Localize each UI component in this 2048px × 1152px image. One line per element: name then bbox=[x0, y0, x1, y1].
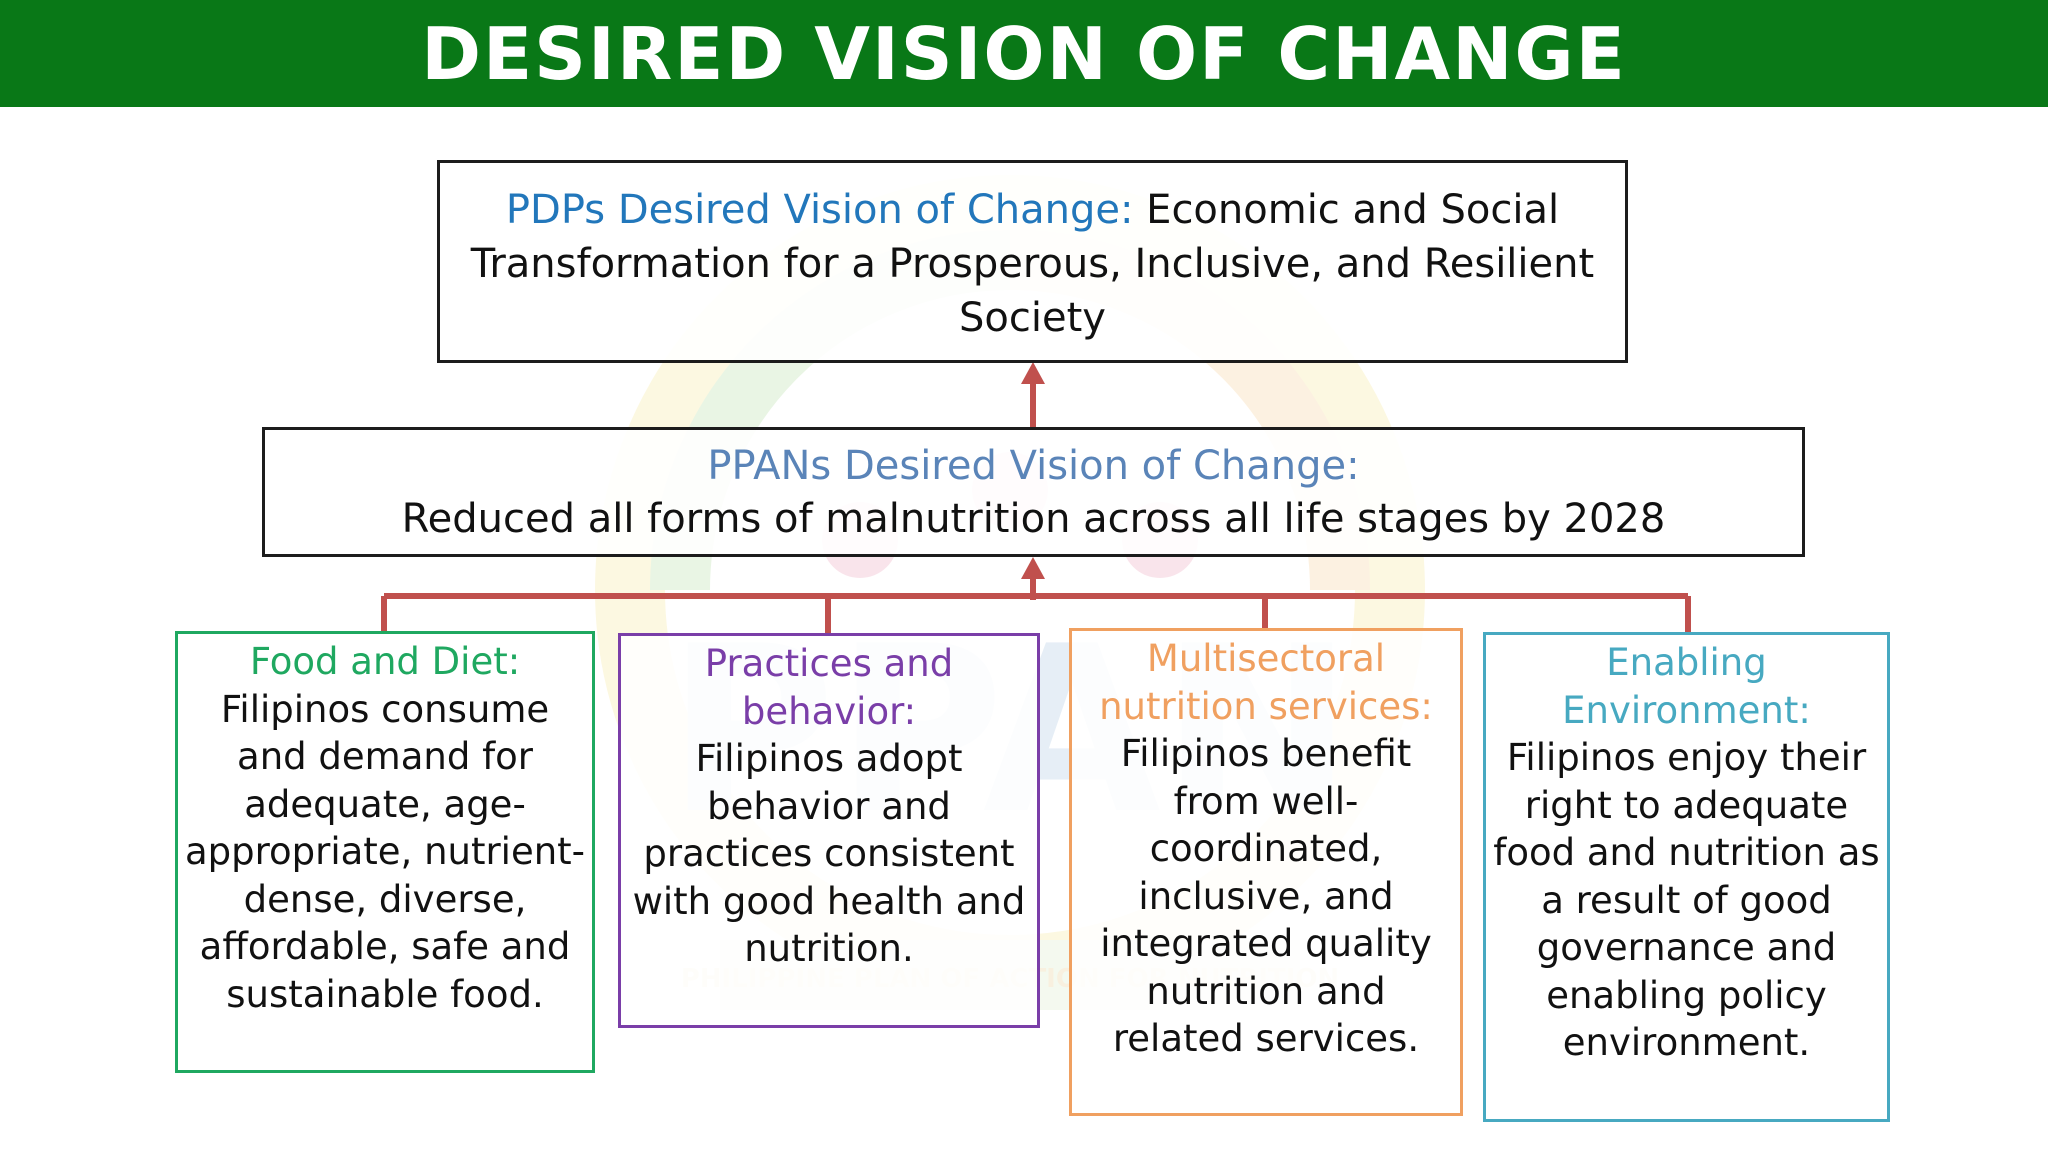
page-title: DESIRED VISION OF CHANGE bbox=[421, 11, 1627, 96]
arrowhead-up-icon bbox=[1021, 362, 1045, 384]
card-food-and-diet: Food and Diet: Filipinos consume and dem… bbox=[175, 631, 595, 1073]
card-enabling-environment: Enabling Environment: Filipinos enjoy th… bbox=[1483, 632, 1890, 1122]
card-multisectoral-services: Multisectoral nutrition services: Filipi… bbox=[1069, 628, 1463, 1116]
card-food-title: Food and Diet: bbox=[249, 640, 521, 683]
pdp-vision-box: PDPs Desired Vision of Change: Economic … bbox=[437, 160, 1628, 363]
ppan-vision-lead: PPANs Desired Vision of Change: bbox=[707, 443, 1360, 489]
card-practices-title: Practices and behavior: bbox=[704, 642, 954, 733]
title-banner: DESIRED VISION OF CHANGE bbox=[0, 0, 2048, 107]
card-multi-title: Multisectoral nutrition services: bbox=[1099, 637, 1433, 728]
arrowhead-up-icon-2 bbox=[1021, 557, 1045, 579]
pdp-vision-lead: PDPs Desired Vision of Change: bbox=[505, 187, 1134, 233]
card-enabling-body: Filipinos enjoy their right to adequate … bbox=[1493, 736, 1880, 1064]
ppan-vision-text: Reduced all forms of malnutrition across… bbox=[401, 496, 1666, 542]
card-practices-and-behavior: Practices and behavior: Filipinos adopt … bbox=[618, 633, 1040, 1028]
card-practices-body: Filipinos adopt behavior and practices c… bbox=[632, 737, 1026, 970]
pdp-vision-text: Economic and Social Transformation for a… bbox=[470, 187, 1595, 341]
card-enabling-title: Enabling Environment: bbox=[1562, 641, 1811, 732]
card-food-body: Filipinos consume and demand for adequat… bbox=[184, 687, 586, 1016]
card-multi-body: Filipinos benefit from well-coordinated,… bbox=[1100, 732, 1432, 1060]
ppan-vision-box: PPANs Desired Vision of Change: Reduced … bbox=[262, 427, 1805, 557]
